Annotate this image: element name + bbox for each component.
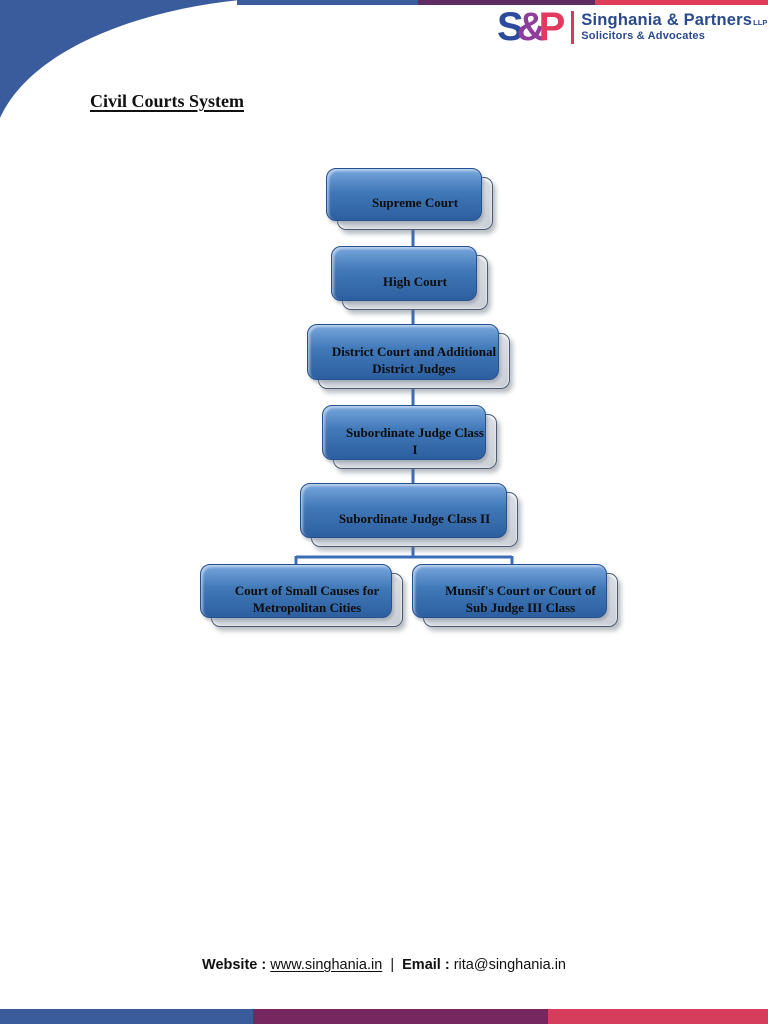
node-small-causes-court: Court of Small Causes for Metropolitan C… xyxy=(200,564,403,627)
top-stripe-purple xyxy=(418,0,595,5)
company-logo: S & P Singhania & Partners LLP Solicitor… xyxy=(497,5,767,49)
bottom-bar-purple xyxy=(253,1009,548,1024)
node-subordinate-judge-class-1: Subordinate Judge Class I xyxy=(322,405,497,469)
website-link[interactable]: www.singhania.in xyxy=(270,957,383,973)
node-label: Munsif's Court or Court of Sub Judge III… xyxy=(445,583,596,615)
company-tagline: Solicitors & Advocates xyxy=(581,30,706,43)
logo-divider xyxy=(571,10,575,44)
node-label: Subordinate Judge Class I xyxy=(346,424,484,457)
page-title: Civil Courts System xyxy=(90,91,244,111)
email-label: Email : xyxy=(402,957,450,973)
logo-letter-s: S xyxy=(497,5,524,49)
node-district-court: District Court and Additional District J… xyxy=(307,324,510,389)
logo-text: Singhania & Partners LLP Solicitors & Ad… xyxy=(581,12,767,43)
top-stripe-crimson xyxy=(595,0,768,5)
footer-separator: | xyxy=(390,957,395,973)
corner-swoosh-shape xyxy=(0,0,240,118)
node-munsif-court: Munsif's Court or Court of Sub Judge III… xyxy=(412,564,618,627)
logo-monogram: S & P xyxy=(497,5,566,49)
node-supreme-court: Supreme Court xyxy=(326,168,493,230)
logo-ampersand: & xyxy=(516,5,546,49)
node-label: District Court and Additional District J… xyxy=(331,344,497,376)
company-suffix: LLP xyxy=(753,17,768,27)
node-label: Supreme Court xyxy=(371,195,459,211)
node-high-court: High Court xyxy=(331,246,488,310)
logo-letter-p: P xyxy=(538,5,566,49)
bottom-bar-crimson xyxy=(548,1009,768,1024)
node-label: Court of Small Causes for Metropolitan C… xyxy=(234,583,380,615)
node-subordinate-judge-class-2: Subordinate Judge Class II xyxy=(300,483,518,547)
company-name: Singhania & Partners xyxy=(581,10,753,29)
node-label: Subordinate Judge Class II xyxy=(338,511,491,527)
email-link[interactable]: rita@singhania.in xyxy=(453,957,566,973)
bottom-bar-blue xyxy=(0,1009,253,1024)
top-stripe-blue xyxy=(237,0,418,5)
footer: Website : www.singhania.in | Email : rit… xyxy=(0,957,768,973)
website-label: Website : xyxy=(202,957,267,973)
node-label: High Court xyxy=(383,274,447,290)
